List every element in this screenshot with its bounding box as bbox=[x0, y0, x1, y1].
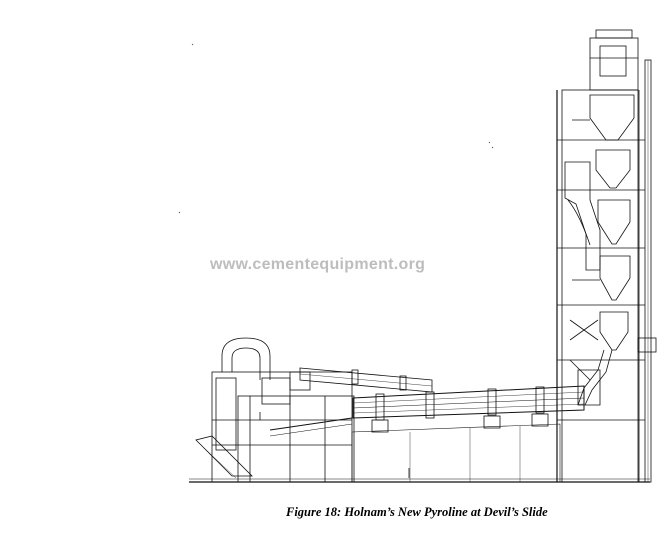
stray-marks bbox=[178, 43, 494, 214]
ground-line bbox=[189, 478, 650, 483]
preheater-tower bbox=[556, 29, 657, 483]
watermark: www.cementequipment.org bbox=[210, 256, 426, 273]
figure-caption: Figure 18: Holnam’s New Pyroline at Devi… bbox=[286, 505, 548, 519]
clinker-cooler bbox=[195, 337, 410, 483]
kiln-inlet-details bbox=[569, 359, 601, 406]
rotary-kiln bbox=[351, 385, 585, 483]
